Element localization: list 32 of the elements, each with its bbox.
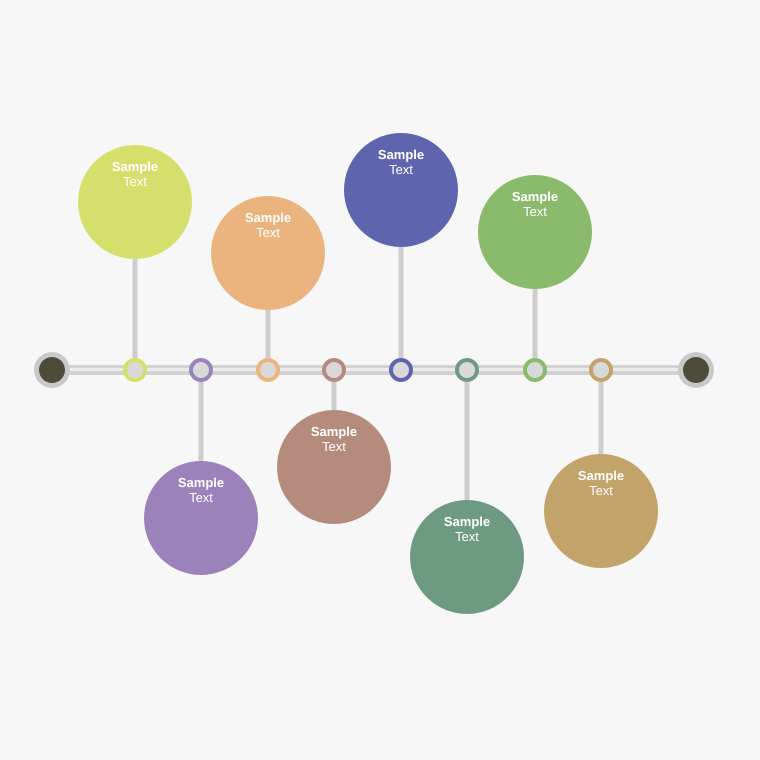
node-title: Sample xyxy=(244,210,292,225)
node-title: Sample xyxy=(112,159,158,174)
ring-marker xyxy=(123,358,147,382)
ring-marker xyxy=(322,358,346,382)
node-text: Text xyxy=(455,529,479,544)
node-title: Sample xyxy=(178,475,224,490)
ring-marker xyxy=(189,358,213,382)
ring-marker xyxy=(389,358,413,382)
connector-line xyxy=(198,382,204,461)
connector-line xyxy=(332,382,336,410)
node-text: Text xyxy=(389,162,413,177)
connector-line xyxy=(532,289,538,358)
node-text: Text xyxy=(256,225,280,240)
connector-line xyxy=(598,382,604,454)
ring-marker xyxy=(455,358,479,382)
connector-line xyxy=(464,382,470,500)
ring-marker xyxy=(589,358,613,382)
node-text: Text xyxy=(589,483,613,498)
node-text: Text xyxy=(322,439,346,454)
node-text: Text xyxy=(189,490,213,505)
node-title: Sample xyxy=(512,189,558,204)
ring-marker xyxy=(523,358,547,382)
node-title: Sample xyxy=(578,468,624,483)
connector-line xyxy=(398,247,404,358)
node-title: Sample xyxy=(444,514,490,529)
node-text: Text xyxy=(123,174,147,189)
connector-line xyxy=(132,259,138,358)
node-title: Sample xyxy=(310,424,358,439)
node-text: Text xyxy=(523,204,547,219)
ring-marker xyxy=(256,358,280,382)
connector-line xyxy=(266,310,270,358)
node-title: Sample xyxy=(378,147,424,162)
